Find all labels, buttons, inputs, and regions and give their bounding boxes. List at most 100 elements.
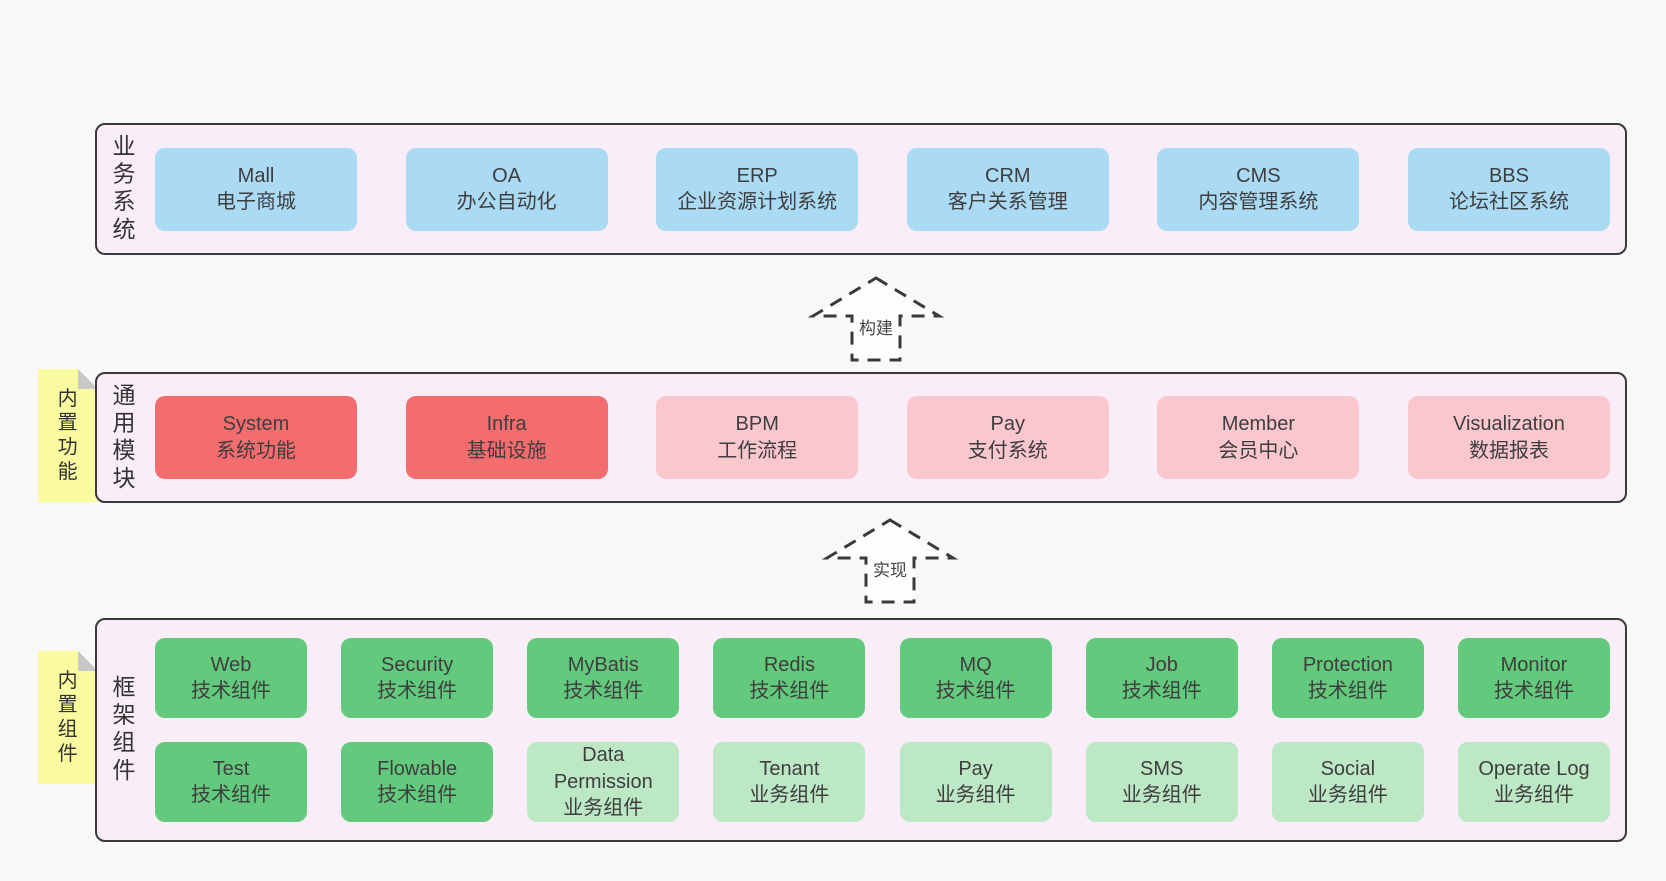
module-title: Social — [1320, 757, 1376, 780]
arrow-label: 实现 — [873, 561, 907, 580]
module-subtitle: 内容管理系统 — [1198, 191, 1319, 213]
module-box-monitor: Monitor 技术组件 — [1457, 638, 1610, 718]
module-box-infra: Infra 基础设施 — [405, 396, 608, 479]
module-subtitle: 办公自动化 — [456, 191, 557, 213]
module-title: Monitor — [1500, 653, 1568, 676]
module-row: System 系统功能 Infra 基础设施 BPM 工作流程 Pay 支付系统 Member 会… — [155, 396, 1610, 479]
module-subtitle: 电子商城 — [216, 191, 296, 213]
module-title: BBS — [1488, 164, 1529, 187]
arrow-label: 构建 — [859, 319, 893, 338]
module-box-mybatis: MyBatis 技术组件 — [527, 638, 680, 718]
module-title: System — [222, 413, 290, 436]
module-box-operate-log: Operate Log 业务组件 — [1457, 742, 1610, 822]
module-box-data-permission: Data Permission 业务组件 — [527, 742, 680, 822]
band-rows: Mall 电子商城 OA 办公自动化 ERP 企业资源计划系统 CRM 客户关系管理 CMS 内容… — [155, 125, 1610, 253]
module-box-redis: Redis 技术组件 — [713, 638, 866, 718]
sticky-note-text: 内置功能 — [54, 386, 77, 485]
module-title: ERP — [736, 164, 778, 187]
module-box-member: Member 会员中心 — [1157, 396, 1360, 479]
module-row: Mall 电子商城 OA 办公自动化 ERP 企业资源计划系统 CRM 客户关系管理 CMS 内容… — [155, 147, 1610, 231]
arrow-implement-up: 实现 — [821, 518, 959, 604]
module-subtitle: 业务组件 — [749, 784, 830, 806]
module-subtitle: 技术组件 — [377, 784, 458, 806]
module-subtitle: 业务组件 — [1493, 784, 1574, 806]
module-box-bbs: BBS 论坛社区系统 — [1407, 147, 1610, 231]
module-title: MyBatis — [567, 653, 639, 676]
band-business-systems: 业务系统 Mall 电子商城 OA 办公自动化 ERP 企业资源计划系统 CRM 客户关系管理… — [95, 123, 1627, 255]
module-subtitle: 论坛社区系统 — [1448, 191, 1569, 213]
module-title: Tenant — [759, 757, 820, 780]
module-title: Test — [212, 757, 250, 780]
module-subtitle: 基础设施 — [466, 439, 547, 462]
module-subtitle: 技术组件 — [191, 680, 271, 702]
module-title: MQ — [959, 653, 992, 676]
module-box-erp: ERP 企业资源计划系统 — [656, 147, 859, 231]
module-subtitle: 技术组件 — [377, 680, 458, 702]
band-label: 业务系统 — [109, 133, 135, 245]
module-subtitle: 会员中心 — [1218, 439, 1299, 462]
module-subtitle: 支付系统 — [967, 439, 1048, 462]
module-subtitle: 技术组件 — [1307, 680, 1388, 702]
module-title: OA — [492, 164, 522, 187]
arrow-build-up: 构建 — [807, 276, 945, 362]
band-common-modules: 通用模块 System 系统功能 Infra 基础设施 BPM 工作流程 Pay 支付系统 Me… — [95, 372, 1627, 503]
module-title: Mall — [237, 164, 275, 187]
band-label: 通用模块 — [109, 382, 135, 493]
module-box-mq: MQ 技术组件 — [899, 638, 1052, 718]
module-title: Flowable — [377, 757, 458, 780]
module-subtitle: 技术组件 — [749, 680, 830, 702]
module-title: Pay — [958, 757, 993, 780]
module-title: Infra — [486, 413, 527, 436]
module-box-oa: OA 办公自动化 — [405, 147, 608, 231]
module-box-visualization: Visualization 数据报表 — [1407, 396, 1610, 479]
module-box-cms: CMS 内容管理系统 — [1157, 147, 1360, 231]
module-box-system: System 系统功能 — [155, 396, 357, 479]
band-label: 框架组件 — [109, 674, 135, 786]
band-rows: System 系统功能 Infra 基础设施 BPM 工作流程 Pay 支付系统 Member 会… — [155, 374, 1610, 501]
module-title: BPM — [735, 413, 779, 436]
module-subtitle: 技术组件 — [1493, 680, 1574, 702]
module-subtitle: 技术组件 — [191, 784, 271, 806]
module-subtitle: 企业资源计划系统 — [677, 191, 838, 213]
module-title: Visualization — [1453, 413, 1565, 436]
module-subtitle: 技术组件 — [563, 680, 644, 702]
module-title: Security — [381, 653, 454, 676]
module-box-mall: Mall 电子商城 — [155, 147, 357, 231]
module-title: Protection — [1302, 653, 1393, 676]
module-box-flowable: Flowable 技术组件 — [341, 742, 494, 822]
module-box-test: Test 技术组件 — [155, 742, 307, 822]
module-title: Redis — [763, 653, 815, 676]
sticky-note-builtin-features: 内置功能 — [38, 369, 98, 502]
module-title: Job — [1145, 653, 1178, 676]
module-title: SMS — [1140, 757, 1184, 780]
module-title: Pay — [990, 413, 1026, 436]
module-title: Operate Log — [1478, 757, 1590, 780]
module-subtitle: 工作流程 — [717, 439, 798, 462]
module-subtitle: 技术组件 — [1121, 680, 1202, 702]
dashed-up-arrow-icon: 构建 — [807, 276, 945, 362]
sticky-note-builtin-components: 内置组件 — [38, 651, 98, 784]
module-box-protection: Protection 技术组件 — [1271, 638, 1424, 718]
module-subtitle: 数据报表 — [1468, 439, 1549, 462]
module-box-tenant: Tenant 业务组件 — [713, 742, 866, 822]
sticky-note-text: 内置组件 — [54, 668, 77, 767]
module-subtitle: 系统功能 — [216, 439, 296, 462]
module-subtitle: 技术组件 — [935, 680, 1016, 702]
module-title: Data Permission — [553, 744, 653, 793]
module-title: Member — [1221, 413, 1296, 436]
dashed-up-arrow-icon: 实现 — [821, 518, 959, 604]
module-subtitle: 业务组件 — [563, 797, 644, 820]
module-subtitle: 客户关系管理 — [947, 191, 1068, 213]
module-box-crm: CRM 客户关系管理 — [906, 147, 1109, 231]
module-title: CMS — [1236, 164, 1281, 187]
module-title: CRM — [985, 164, 1031, 187]
